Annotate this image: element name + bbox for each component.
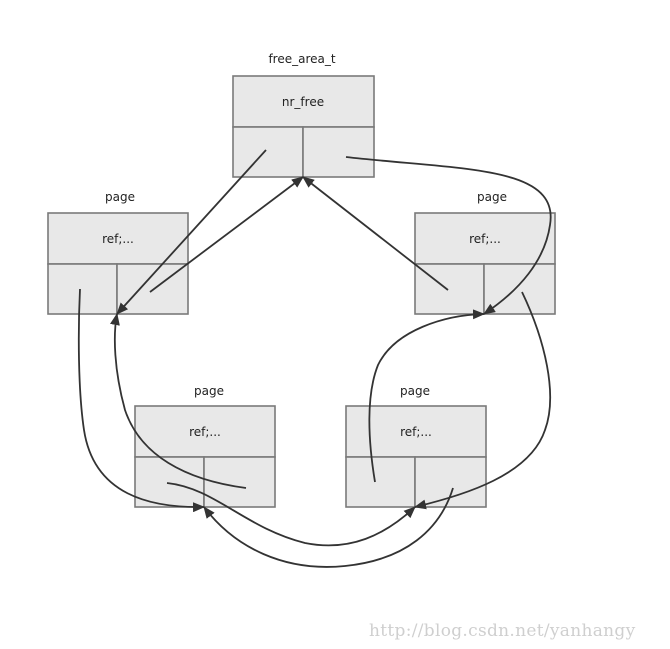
page-field-label: ref;... [400, 425, 432, 439]
page-field-label: ref;... [469, 232, 501, 246]
arrow-page-bottom-left-next-to-page-bottom-right [166, 482, 416, 547]
free-area-title: free_area_t [268, 52, 335, 66]
watermark-text: http://blog.csdn.net/yanhangy [369, 621, 636, 641]
page-title: page [477, 190, 507, 204]
page-next-cell [345, 456, 416, 508]
page-title: page [194, 384, 224, 398]
list-links [77, 149, 552, 568]
page-node-right: page ref;... [414, 190, 556, 315]
page-next-cell [47, 263, 118, 315]
page-prev-cell [414, 456, 487, 508]
page-field-cell [414, 212, 556, 265]
page-node-bottom-left: page ref;... [134, 384, 276, 508]
free-area-struct: free_area_t nr_free [232, 52, 375, 178]
free-area-field-cell [232, 75, 375, 128]
arrow-page-right-prev-to-page-bottom-right [414, 291, 551, 510]
page-field-label: ref;... [189, 425, 221, 439]
page-field-label: ref;... [102, 232, 134, 246]
page-node-bottom-right: page ref;... [345, 384, 487, 508]
arrow-page-left-prev-to-free-area [149, 176, 304, 293]
arrow-page-right-next-to-free-area [302, 176, 449, 291]
page-title: page [400, 384, 430, 398]
arrow-page-bottom-left-prev-to-page-left [110, 313, 247, 489]
arrow-page-bottom-right-next-to-page-right [368, 309, 485, 483]
page-title: page [105, 190, 135, 204]
page-node-left: page ref;... [47, 190, 189, 315]
page-field-cell [47, 212, 189, 265]
arrow-free-area-prev-to-page-right [345, 156, 552, 315]
arrow-page-bottom-right-prev-to-page-bottom-left [203, 487, 454, 568]
arrow-page-left-next-to-page-bottom-left [77, 288, 205, 513]
free-area-field-label: nr_free [282, 95, 324, 109]
arrow-free-area-next-to-page-left [116, 149, 267, 315]
free-area-next-cell [232, 126, 304, 178]
free-area-prev-cell [302, 126, 375, 178]
